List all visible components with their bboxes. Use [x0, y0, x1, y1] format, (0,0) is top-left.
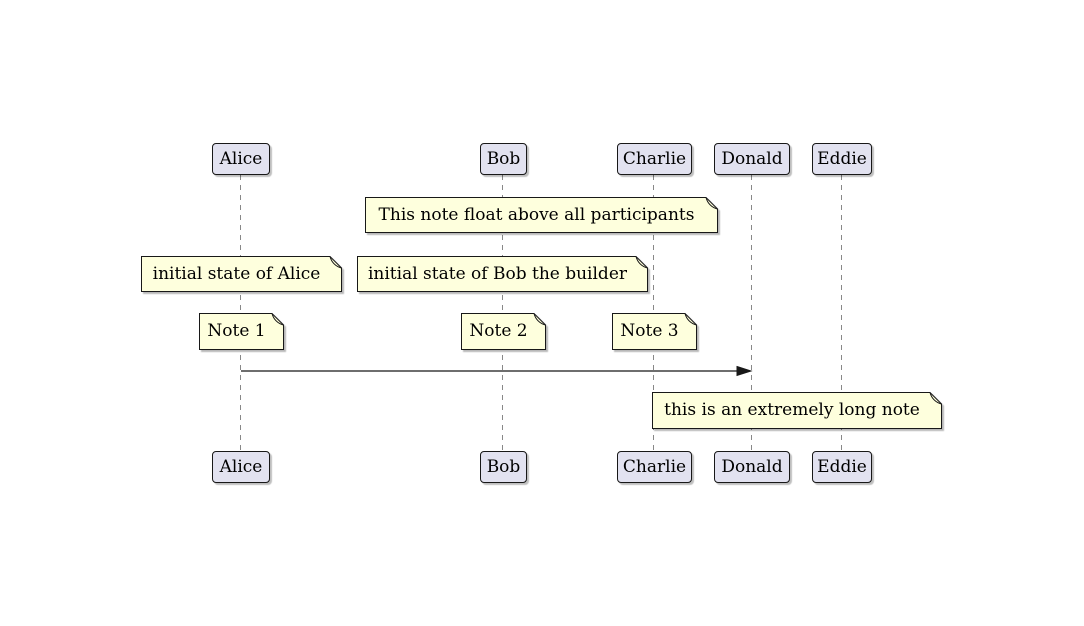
participant-box-charlie-bottom: Charlie [617, 451, 692, 483]
participant-label-charlie: Charlie [622, 456, 687, 477]
participant-label-eddie: Eddie [817, 148, 867, 169]
participant-box-bob-top: Bob [480, 143, 527, 175]
participant-label-eddie: Eddie [817, 456, 867, 477]
participant-label-alice: Alice [219, 456, 263, 477]
participant-box-donald-top: Donald [714, 143, 790, 175]
participant-label-donald: Donald [721, 148, 783, 169]
lifeline-donald [751, 175, 752, 451]
note-3: Note 3 [612, 313, 697, 350]
participant-label-donald: Donald [721, 456, 783, 477]
participant-label-charlie: Charlie [622, 148, 687, 169]
lifeline-eddie [841, 175, 842, 451]
note-text: this is an extremely long note [664, 400, 920, 420]
participant-label-bob: Bob [486, 148, 521, 169]
note-text: initial state of Bob the builder [367, 263, 628, 284]
note-extremely-long: this is an extremely long note [652, 392, 942, 429]
note-1: Note 1 [199, 313, 284, 350]
participant-label-bob: Bob [486, 456, 521, 477]
participant-label-alice: Alice [219, 148, 263, 169]
note-text: Note 2 [469, 321, 528, 341]
participant-box-alice-top: Alice [212, 143, 270, 175]
participant-box-eddie-bottom: Eddie [812, 451, 872, 483]
participant-box-charlie-top: Charlie [617, 143, 692, 175]
note-text: Note 3 [620, 321, 679, 341]
note-float-above-participants: This note float above all participants [365, 197, 718, 233]
participant-box-donald-bottom: Donald [714, 451, 790, 483]
note-initial-state-bob: initial state of Bob the builder [357, 256, 648, 292]
arrowhead-icon [736, 365, 753, 377]
participant-box-bob-bottom: Bob [480, 451, 527, 483]
note-text: Note 1 [207, 321, 266, 341]
note-2: Note 2 [461, 313, 546, 350]
participant-box-alice-bottom: Alice [212, 451, 270, 483]
note-initial-state-alice: initial state of Alice [141, 256, 342, 292]
participant-box-eddie-top: Eddie [812, 143, 872, 175]
message-arrow-alice-to-donald [241, 365, 753, 377]
note-text: initial state of Alice [152, 263, 321, 284]
note-text: This note float above all participants [378, 204, 695, 225]
